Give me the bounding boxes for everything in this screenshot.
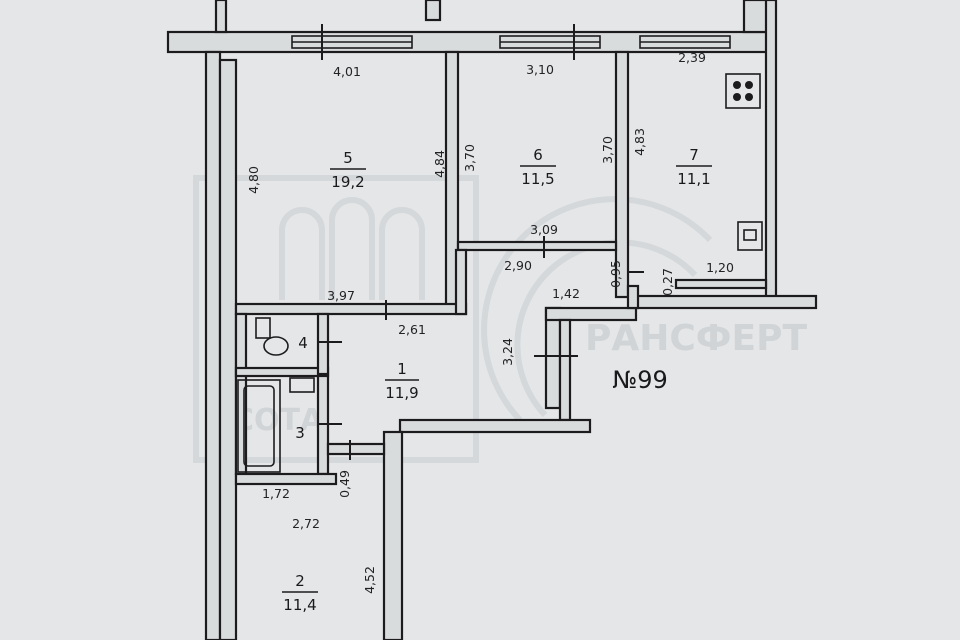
room-area: 19,2 [331, 173, 364, 191]
room-5: 5 19,2 [330, 149, 366, 191]
dim-hall-top: 2,90 [504, 258, 532, 273]
dim-room2-top: 1,72 [262, 486, 290, 501]
dim-room5-top: 4,01 [333, 64, 361, 79]
dim-room7-left: 4,83 [632, 128, 647, 156]
room-area: 11,5 [521, 170, 554, 188]
dim-kitchen-bottom: 1,20 [706, 260, 734, 275]
watermark-logo-right: РАНСФЕРТ [481, 196, 807, 423]
room-number: 2 [295, 572, 305, 590]
room-4: 4 [298, 334, 308, 352]
watermark-text-right: РАНСФЕРТ [585, 318, 807, 359]
room-number: 4 [298, 334, 308, 352]
dim-room6-right: 3,70 [600, 136, 615, 164]
room-area: 11,1 [677, 170, 710, 188]
sink-icon [737, 221, 763, 251]
room-number: 3 [295, 424, 305, 442]
room-area: 11,9 [385, 384, 418, 402]
room-3: 3 [295, 424, 305, 442]
room-number: 6 [533, 146, 543, 164]
room-6: 6 11,5 [520, 146, 556, 188]
bathtub-icon [237, 379, 281, 473]
dim-room6-left: 3,70 [462, 144, 477, 172]
apartment-number: №99 [612, 366, 668, 394]
room-number: 1 [397, 360, 407, 378]
dim-hall-width: 2,61 [398, 322, 426, 337]
dim-room2-width: 2,72 [292, 516, 320, 531]
door-ticks [318, 236, 644, 460]
room-2: 2 11,4 [282, 572, 318, 614]
dim-room6-bottom: 3,09 [530, 222, 558, 237]
room-1: 1 11,9 [385, 360, 419, 402]
dim-hall-step: 1,42 [552, 286, 580, 301]
room-number: 5 [343, 149, 353, 167]
dimension-labels: 4,01 3,10 2,39 4,80 4,84 3,70 3,70 4,83 … [246, 50, 734, 594]
dim-room5-bottom: 3,97 [327, 288, 355, 303]
watermark-logo-left: СОТА [193, 175, 479, 463]
washbasin-icon [289, 377, 315, 393]
room-7: 7 11,1 [676, 146, 712, 188]
walls [166, 0, 818, 640]
dim-hall-right: 3,24 [500, 338, 515, 366]
stove-icon [725, 73, 761, 109]
toilet-icon [255, 317, 289, 356]
dim-kitchen-step: 0,95 [608, 260, 623, 288]
dim-room2-right: 4,52 [362, 566, 377, 594]
dim-room6-top: 3,10 [526, 62, 554, 77]
dim-room5-left: 4,80 [246, 166, 261, 194]
dim-corridor: 0,49 [337, 470, 352, 498]
dim-room7-top: 2,39 [678, 50, 706, 65]
watermark-text-left: СОТА [232, 403, 324, 438]
room-area: 11,4 [283, 596, 316, 614]
dim-kitchen-niche: 0,27 [660, 268, 675, 296]
dim-room5-right: 4,84 [432, 150, 447, 178]
room-number: 7 [689, 146, 699, 164]
